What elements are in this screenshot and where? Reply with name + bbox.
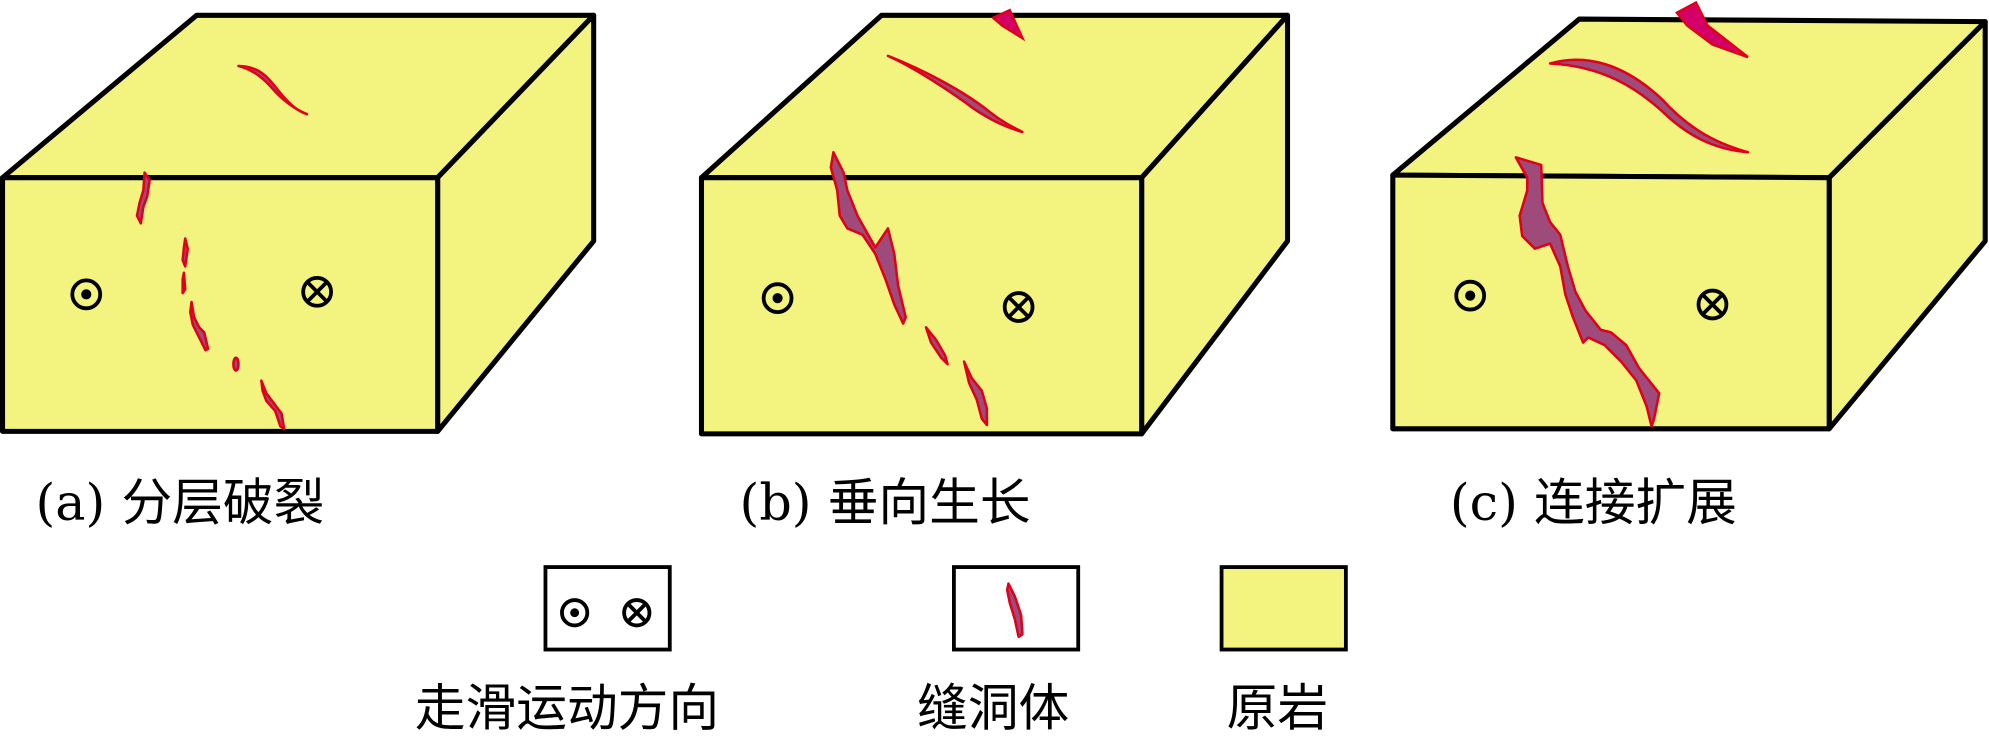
host-rock-swatch	[1219, 565, 1348, 652]
fracture-tip	[990, 8, 1026, 42]
out-of-page-symbol	[1454, 279, 1487, 312]
fracture-cave-body	[181, 237, 190, 295]
fracture-cave-body	[829, 151, 907, 325]
fracture-cave-body	[232, 356, 240, 372]
fracture-cave-body	[962, 360, 989, 427]
block-b	[698, 8, 1291, 437]
panel-b-label: (b) 垂向生长	[740, 473, 1031, 532]
fracture-cave-body	[135, 171, 151, 225]
block-a-front-face	[0, 175, 441, 434]
legend-item-fracture-cave: 缝洞体	[917, 565, 1081, 738]
legend-label: 原岩	[1227, 679, 1328, 738]
out-of-page-symbol	[560, 598, 590, 628]
block-a	[0, 12, 597, 434]
legend-label: 缝洞体	[917, 679, 1069, 738]
legend-item-strike-slip: 走滑运动方向	[415, 565, 719, 738]
fracture-cave-body	[1548, 58, 1750, 154]
fracture-cave-body	[237, 64, 309, 116]
into-page-symbol	[1002, 291, 1035, 323]
block-c-front-face	[1390, 172, 1832, 432]
fracture-cave-body-icon	[1005, 582, 1024, 639]
panel-a-label: (a) 分层破裂	[36, 473, 325, 532]
legend-item-host-rock: 原岩	[1219, 565, 1348, 738]
fracture-cave-body	[1514, 156, 1661, 428]
block-c	[1390, 0, 1988, 432]
legend-label: 走滑运动方向	[415, 679, 719, 738]
block-b-front-face	[698, 175, 1145, 437]
into-page-symbol	[1696, 288, 1729, 321]
fracture-cave-body	[260, 379, 286, 431]
into-page-symbol	[301, 275, 333, 308]
out-of-page-symbol	[70, 278, 103, 311]
panel-c-label: (c) 连接扩展	[1450, 473, 1737, 532]
into-page-symbol	[622, 598, 652, 628]
fracture-cave-body	[886, 54, 1024, 134]
legend: 走滑运动方向 缝洞体 原岩	[415, 565, 1348, 738]
fracture-cave-body	[189, 300, 210, 352]
fracture-cave-body	[924, 326, 949, 366]
fracture-tip	[1675, 0, 1749, 59]
out-of-page-symbol	[761, 282, 794, 315]
